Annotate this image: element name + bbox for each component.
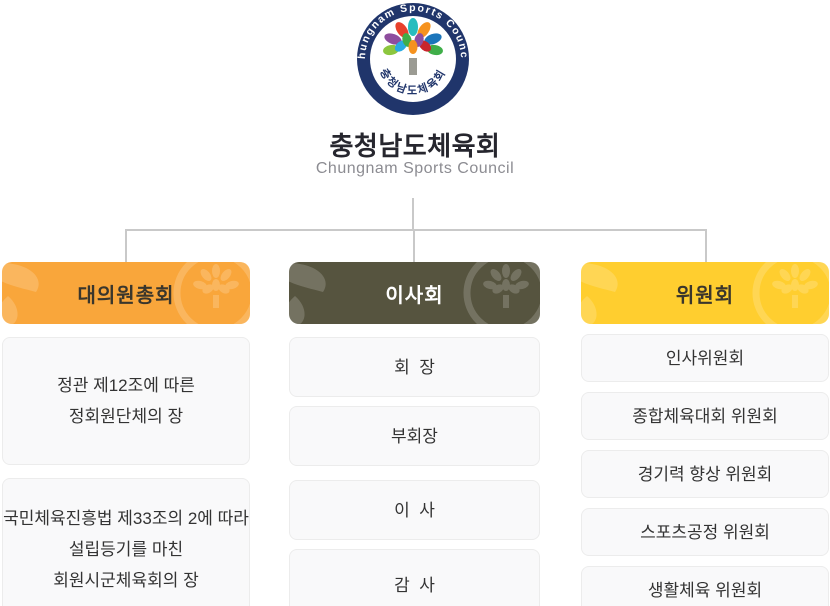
org-box: 생활체육 위원회 xyxy=(581,566,829,606)
org-box-text: 이 사 xyxy=(394,500,435,520)
org-box-text: 정회원단체의 장 xyxy=(68,407,184,426)
org-box-text: 생활체육 위원회 xyxy=(647,580,763,600)
org-box-text: 설립등기를 마친 xyxy=(68,539,184,559)
column-header-label: 이사회 xyxy=(385,284,444,307)
connector-drop-right xyxy=(705,229,707,262)
connector-vertical-top xyxy=(412,198,414,231)
org-box: 경기력 향상 위원회 xyxy=(581,450,829,498)
badge-watermark-icon xyxy=(168,262,250,324)
column-header-committees: 위원회 xyxy=(581,262,829,324)
org-box: 회 장 xyxy=(289,337,540,397)
badge-watermark-icon xyxy=(747,262,829,324)
page-title: 충청남도체육회 xyxy=(329,131,501,161)
org-box-text: 감 사 xyxy=(394,575,435,595)
org-box-text: 회 장 xyxy=(394,357,435,377)
org-box-text: 종합체육대회 위원회 xyxy=(632,406,778,426)
logo-tree xyxy=(383,18,443,75)
org-box-text: 회원시군체육회의 장 xyxy=(53,570,199,590)
org-box-text: 인사위원회 xyxy=(665,348,745,368)
org-box: 감 사 xyxy=(289,549,540,606)
connector-drop-left xyxy=(125,229,127,262)
org-box: 스포츠공정 위원회 xyxy=(581,508,829,556)
org-box: 종합체육대회 위원회 xyxy=(581,392,829,440)
chungnam-sports-council-logo: Chungnam Sports Council 충청남도체육회 xyxy=(356,2,469,115)
column-header-label: 위원회 xyxy=(675,284,735,307)
org-box-text: 경기력 향상 위원회 xyxy=(637,464,773,484)
petal-watermark-icon xyxy=(2,263,39,324)
org-box: 이 사 xyxy=(289,480,540,540)
column-header-general-assembly: 대의원총회 xyxy=(2,262,250,324)
page-subtitle: Chungnam Sports Council xyxy=(315,160,515,177)
badge-watermark-icon xyxy=(458,262,540,324)
org-box-text: 국민체육진흥법 제33조의 2에 따라 xyxy=(3,508,249,528)
org-box-text: 부회장 xyxy=(391,426,438,446)
connector-horizontal-bar xyxy=(126,229,707,231)
org-box-text: 스포츠공정 위원회 xyxy=(640,522,770,542)
org-box: 부회장 xyxy=(289,406,540,466)
column-header-label: 대의원총회 xyxy=(77,284,175,307)
connector-drop-center xyxy=(413,229,415,262)
org-box-text: 정관 제12조에 따른 xyxy=(57,376,195,395)
petal-watermark-icon xyxy=(581,263,618,324)
petal-watermark-icon xyxy=(289,263,326,324)
org-box: 인사위원회 xyxy=(581,334,829,382)
column-header-board-of-directors: 이사회 xyxy=(289,262,540,324)
